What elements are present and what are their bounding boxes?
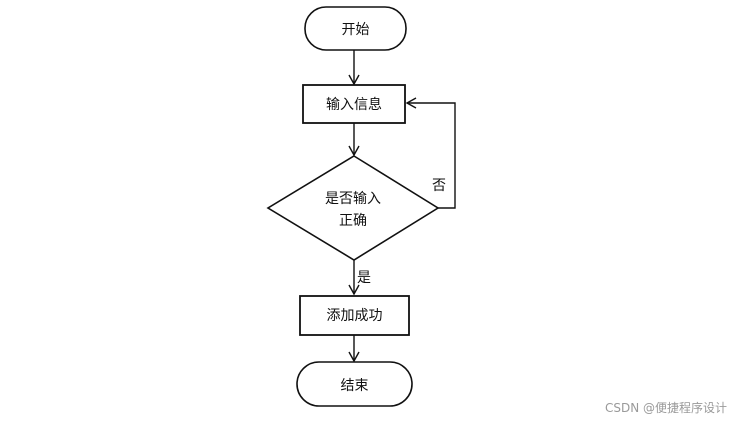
decision-label-line2: 正确	[339, 213, 367, 229]
edge-no-label: 否	[432, 178, 446, 194]
decision-node	[266, 155, 440, 261]
watermark: CSDN @便捷程序设计	[604, 401, 727, 415]
input-label: 输入信息	[326, 96, 382, 113]
add-success-node	[299, 295, 410, 336]
add-success-label: 添加成功	[327, 308, 383, 324]
end-node	[296, 361, 413, 407]
input-node	[302, 84, 406, 124]
start-node	[304, 6, 407, 51]
decision-label-line1: 是否输入	[325, 191, 381, 207]
edge-yes-label: 是	[357, 270, 371, 286]
end-label: 结束	[341, 378, 369, 394]
start-label: 开始	[342, 22, 370, 38]
edge-decision-no-loop	[405, 97, 456, 209]
